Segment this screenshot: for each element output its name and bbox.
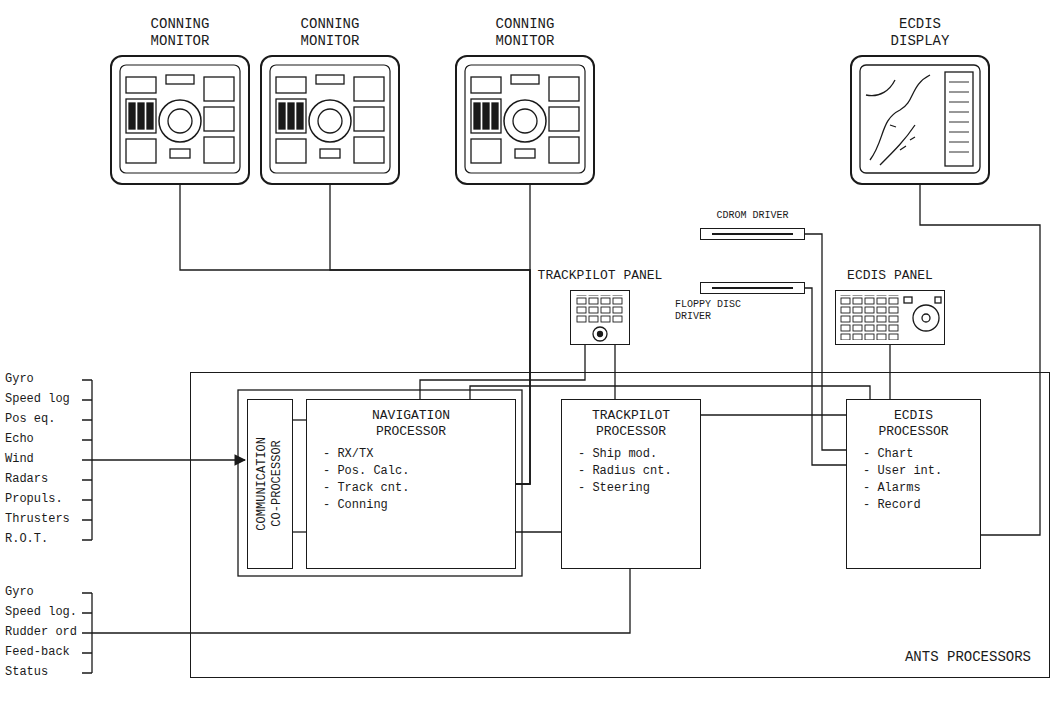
processor-box: TRACKPILOT PROCESSOR - Ship mod.- Radius … [561, 399, 701, 569]
display-monitor: CONNING MONITOR [260, 55, 400, 185]
processor-title: COMMUNICATION CO-PROCESSOR [255, 437, 285, 531]
processor-cabinet: ANTS PROCESSORS COMMUNICATION CO-PROCESSO… [190, 372, 1050, 678]
processor-title: ECDIS PROCESSOR [878, 408, 948, 440]
signal-name: Speed log. [5, 605, 77, 620]
device-heading: FLOPPY DISC DRIVER [675, 299, 755, 323]
signal-name: R.O.T. [5, 532, 48, 547]
device-heading: ECDIS PANEL [847, 267, 933, 284]
processor-box: NAVIGATION PROCESSOR- RX/TX- Pos. Calc.-… [306, 399, 516, 569]
co-processor-box: COMMUNICATION CO-PROCESSOR [247, 399, 293, 569]
cabinet-label: ANTS PROCESSORS [905, 649, 1031, 665]
disc-drive: CDROM DRIVER [700, 228, 805, 240]
function-item: - Radius cnt. [568, 463, 694, 480]
signal-name: Echo [5, 432, 34, 447]
signal-name: Speed log [5, 392, 70, 407]
device-heading: ECDIS DISPLAY [891, 16, 950, 50]
signal-name: Thrusters [5, 512, 70, 527]
signal-name: Pos eq. [5, 412, 55, 427]
processor-title: NAVIGATION PROCESSOR [372, 408, 450, 440]
signal-name: Status [5, 665, 48, 680]
signal-name: Radars [5, 472, 48, 487]
device-heading: TRACKPILOT PANEL [538, 267, 663, 284]
function-item: - Alarms [853, 480, 974, 497]
function-item: - Ship mod. [568, 446, 694, 463]
device-heading: CDROM DRIVER [716, 207, 788, 224]
signal-line [516, 185, 530, 484]
signal-line [805, 288, 846, 465]
display-monitor: ECDIS DISPLAY [850, 55, 990, 185]
signal-name: Gyro [5, 585, 34, 600]
device-heading: CONNING MONITOR [301, 16, 360, 50]
function-item: - Conning [313, 497, 509, 514]
signal-line [701, 414, 846, 415]
signal-name: Rudder ord [5, 625, 77, 640]
function-item: - RX/TX [313, 446, 509, 463]
signal-line [293, 419, 306, 420]
function-item: - Record [853, 497, 974, 514]
device-heading: CONNING MONITOR [496, 16, 555, 50]
function-item: - Pos. Calc. [313, 463, 509, 480]
signal-name: Feed-back [5, 645, 70, 660]
processor-box: ECDIS PROCESSOR - Chart- User int.- Alarm… [846, 399, 981, 569]
signal-name: Propuls. [5, 492, 63, 507]
function-item: - Track cnt. [313, 480, 509, 497]
display-monitor: CONNING MONITOR [110, 55, 250, 185]
signal-name: Wind [5, 452, 34, 467]
disc-drive: FLOPPY DISC DRIVER [700, 282, 805, 294]
processor-title: TRACKPILOT PROCESSOR [592, 408, 670, 440]
function-item: - User int. [853, 463, 974, 480]
control-panel: TRACKPILOT PANEL [570, 290, 630, 345]
function-item: - Steering [568, 480, 694, 497]
device-heading: CONNING MONITOR [151, 16, 210, 50]
signal-line [805, 234, 846, 450]
control-panel: ECDIS PANEL [835, 290, 945, 345]
signal-line [470, 386, 870, 399]
signal-name: Gyro [5, 372, 34, 387]
display-monitor: CONNING MONITOR [455, 55, 595, 185]
signal-line [293, 531, 306, 532]
signal-line [516, 531, 561, 532]
function-item: - Chart [853, 446, 974, 463]
